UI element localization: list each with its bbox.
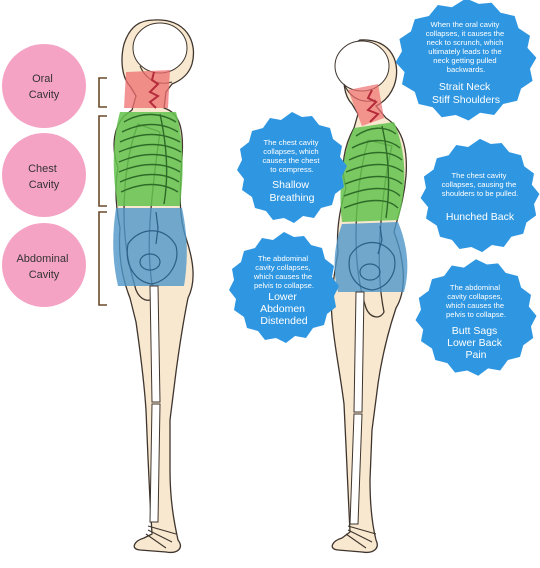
badge-butt-text-4: pelvis to collapse. (446, 310, 506, 319)
badge-abdomen-text-4: pelvis to collapse. (254, 281, 314, 290)
badge-neck-text-5: neck getting pulled (433, 56, 496, 65)
slouched-skull (334, 40, 390, 92)
upright-ribs (118, 113, 182, 205)
abdominal-cavity-circle (2, 223, 86, 307)
upright-foot-bones (145, 525, 177, 549)
badge-hunched-text-2: collapses, causing the (442, 180, 517, 189)
abdominal-bracket (98, 211, 107, 306)
badge-hunched-text-3: shoulders to be pulled. (442, 189, 518, 198)
slouched-figure (330, 39, 408, 554)
cavity-brackets (98, 77, 107, 306)
badge-shallow-title-1: Shallow (272, 179, 309, 191)
upright-tibia (149, 403, 161, 523)
upright-pelvis (126, 211, 178, 285)
badge-butt-text-2: cavity collapses, (447, 292, 502, 301)
svg-text:The chest cavity collaps: The chest cavity collapses, causing the … (442, 171, 519, 198)
svg-text:Shallow Breathing: Shallow Breathing (270, 179, 315, 204)
badge-butt-text-1: The abdominal (450, 283, 501, 292)
chest-bracket (98, 115, 107, 207)
badge-neck-title-1: Strait Neck (439, 81, 491, 93)
abdominal-cavity-line-2: Cavity (29, 269, 60, 281)
badge-neck-text-3: neck to scrunch, which (427, 38, 504, 47)
upright-oral-cavity (124, 70, 170, 108)
chest-cavity-line-2: Cavity (29, 179, 60, 191)
chest-cavity-label: Chest Cavity (2, 133, 86, 217)
svg-text:When the oral cavity col: When the oral cavity collapses, it cause… (426, 20, 507, 74)
oral-cavity-circle (2, 44, 86, 128)
badge-shallow-title-2: Breathing (270, 192, 315, 204)
oral-cavity-label: Oral Cavity (2, 44, 86, 128)
svg-text:The abdominal cavity col: The abdominal cavity collapses, which ca… (445, 283, 506, 319)
badge-abdomen-title-1: Lower (268, 291, 297, 303)
badge-abdomen-text-1: The abdominal (258, 254, 309, 263)
slouched-foot-bones (345, 525, 377, 549)
badge-abdomen: The abdominal cavity collapses, which ca… (229, 232, 339, 343)
badge-hunched-title-1: Hunched Back (446, 211, 515, 223)
slouched-ribs (343, 125, 404, 219)
slouched-oral-cavity (348, 84, 384, 126)
badge-shallow: The chest cavity collapses, which causes… (237, 112, 347, 223)
badge-neck-title-2: Stiff Shoulders (432, 94, 500, 106)
slouched-abdominal-cavity (334, 222, 408, 292)
upright-figure (113, 19, 195, 554)
upright-cervical-spine (148, 71, 160, 109)
chest-cavity-circle (2, 133, 86, 217)
slouched-tibia (349, 413, 363, 525)
chest-cavity-line-1: Chest (28, 163, 57, 175)
abdominal-cavity-label: Abdominal Cavity (2, 223, 86, 307)
badge-neck-text-1: When the oral cavity (431, 20, 500, 29)
badge-shallow-text-4: to compress. (270, 165, 313, 174)
badge-abdomen-title-2: Abdomen (260, 303, 305, 315)
svg-text:The chest cavity collaps: The chest cavity collapses, which causes… (262, 138, 321, 174)
badge-hunched-text-1: The chest cavity (452, 171, 507, 180)
badge-shallow-text-2: collapses, which (263, 147, 318, 156)
slouched-pelvis (348, 225, 396, 291)
badge-abdomen-text-3: which causes the (253, 272, 312, 281)
svg-text:Butt Sags Lower Back: Butt Sags Lower Back Pain (447, 325, 505, 361)
svg-text:Hunched Back: Hunched Back (446, 211, 515, 223)
badge-butt-title-3: Pain (465, 349, 486, 361)
badge-neck-text-2: collapses, it causes the (426, 29, 505, 38)
badge-neck-text-4: ultimately leads to the (428, 47, 501, 56)
badge-shallow-text-1: The chest cavity (264, 138, 319, 147)
oral-bracket (98, 77, 107, 108)
badge-butt-title-1: Butt Sags (452, 325, 498, 337)
svg-text:Chest Cavity: Chest Cavity (28, 163, 60, 191)
badge-butt-text-3: which causes the (445, 301, 504, 310)
upright-femur (149, 285, 161, 403)
cavity-labels: Oral Cavity Chest Cavity Abdominal Cavit… (2, 44, 86, 307)
badge-abdomen-title-3: Distended (260, 315, 307, 327)
upright-abdominal-cavity (113, 208, 187, 286)
badge-butt: The abdominal cavity collapses, which ca… (415, 259, 537, 376)
badge-hunched: The chest cavity collapses, causing the … (420, 138, 540, 253)
svg-text:Abdominal Cavity: Abdominal Cavity (16, 253, 71, 281)
upright-chest-cavity (113, 112, 183, 206)
badge-neck: When the oral cavity collapses, it cause… (395, 0, 537, 121)
svg-text:Oral Cavity: Oral Cavity (29, 73, 60, 101)
upright-skull (132, 22, 188, 74)
oral-cavity-line-2: Cavity (29, 89, 60, 101)
slouched-femur (353, 291, 365, 413)
badge-butt-title-2: Lower Back (447, 337, 503, 349)
svg-text:The abdominal cavity col: The abdominal cavity collapses, which ca… (253, 254, 314, 290)
badge-abdomen-text-2: cavity collapses, (255, 263, 310, 272)
svg-text:Lower Abdomen Dist: Lower Abdomen Distended (260, 291, 308, 327)
abdominal-cavity-line-1: Abdominal (16, 253, 68, 265)
badge-neck-text-6: backwards. (447, 65, 485, 74)
slouched-cervical-spine (366, 89, 380, 123)
svg-text:Strait Neck Stiff Should: Strait Neck Stiff Shoulders (432, 81, 500, 106)
oral-cavity-line-1: Oral (32, 73, 53, 85)
badge-shallow-text-3: causes the chest (262, 156, 320, 165)
